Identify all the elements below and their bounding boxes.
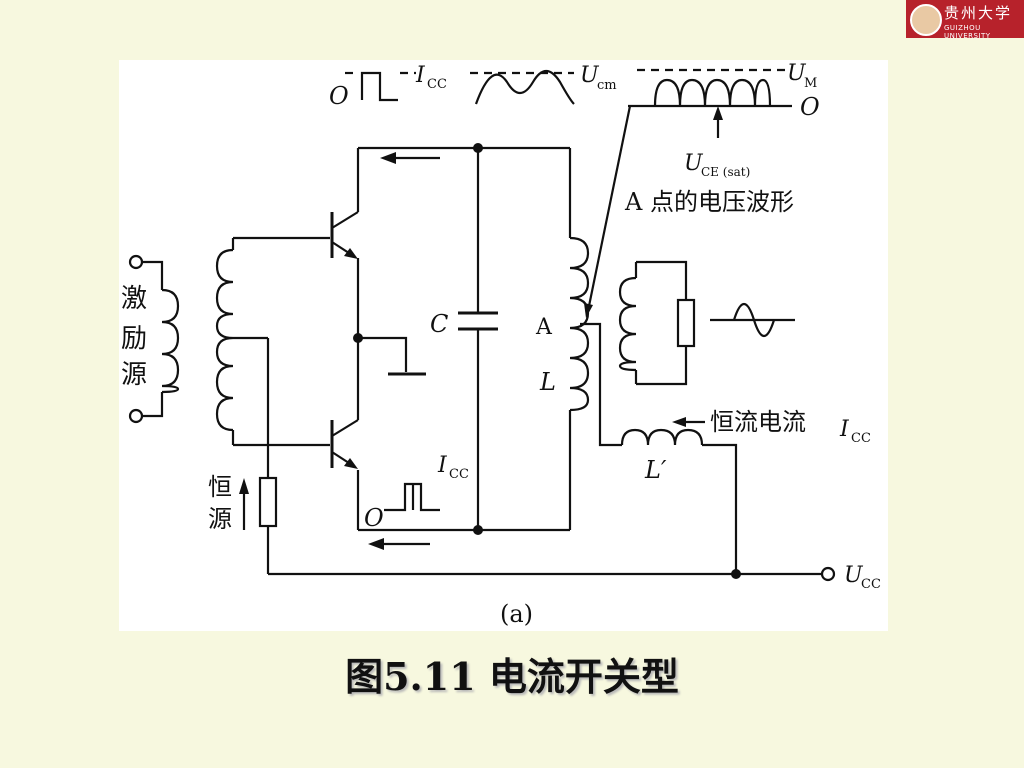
constant-source-label: 恒源 bbox=[208, 473, 232, 533]
figure-caption: 图5.11 电流开关型 bbox=[345, 654, 679, 699]
choke-inductor: L′ 恒流电流 I CC bbox=[620, 408, 871, 484]
constant-current-label: 恒流电流 bbox=[710, 408, 806, 436]
capacitor-label: C bbox=[430, 310, 448, 338]
icc-sub-top: CC bbox=[427, 77, 447, 92]
output-load bbox=[618, 260, 795, 386]
lower-transistor bbox=[330, 419, 359, 469]
icc-label-top: I bbox=[415, 63, 426, 88]
junction-dots bbox=[353, 143, 741, 579]
logo-text-cn: 贵州大学 bbox=[944, 4, 1013, 22]
waveform-icc-top: O I CC bbox=[329, 63, 447, 110]
icc-label-right: I bbox=[839, 417, 850, 442]
pointer-arrow bbox=[584, 105, 632, 318]
icc-label-bottom: I bbox=[437, 453, 448, 478]
supply-terminal: U CC bbox=[820, 563, 881, 592]
origin-label-bottom: O bbox=[364, 504, 384, 532]
university-logo: 贵州大学 GUIZHOU UNIVERSITY bbox=[906, 0, 1024, 40]
inductor-label: L bbox=[539, 368, 556, 396]
ucm-sub: cm bbox=[597, 78, 617, 93]
um-sub: M bbox=[804, 76, 817, 91]
logo-text-en: GUIZHOU UNIVERSITY bbox=[944, 24, 991, 40]
circuit-wires bbox=[231, 146, 822, 576]
constant-source: 恒源 bbox=[208, 473, 278, 533]
ucc-label: U bbox=[844, 563, 864, 588]
tank-inductor: A L bbox=[535, 236, 590, 412]
current-arrows bbox=[368, 152, 440, 550]
node-a-label: A bbox=[535, 315, 553, 340]
upper-transistor bbox=[330, 211, 359, 259]
transformer-secondary bbox=[215, 248, 234, 432]
sub-figure-label: (a) bbox=[500, 600, 533, 628]
uce-label: U bbox=[684, 151, 704, 176]
waveform-ucm: U cm bbox=[470, 63, 617, 105]
um-label: U bbox=[787, 61, 807, 86]
origin-label-top: O bbox=[329, 82, 349, 110]
icc-sub-right: CC bbox=[851, 431, 871, 446]
capacitor: C bbox=[430, 310, 498, 338]
point-a-waveform-label: A 点的电压波形 bbox=[624, 188, 794, 216]
excitation-source-label: 激励源 bbox=[121, 284, 147, 390]
uce-sub: CE (sat) bbox=[701, 165, 750, 179]
university-seal-icon bbox=[910, 4, 942, 36]
icc-sub-bottom: CC bbox=[449, 467, 469, 482]
choke-label: L′ bbox=[644, 456, 667, 484]
ucc-sub: CC bbox=[861, 577, 881, 592]
excitation-source: 激励源 bbox=[121, 254, 180, 424]
origin-label-right: O bbox=[800, 93, 820, 121]
waveform-icc-bottom: I CC O bbox=[364, 453, 469, 532]
ucm-label: U bbox=[580, 63, 600, 88]
waveform-point-a: U M O U CE (sat) A 点的电压波形 bbox=[624, 61, 820, 216]
figure-panel bbox=[119, 60, 888, 631]
